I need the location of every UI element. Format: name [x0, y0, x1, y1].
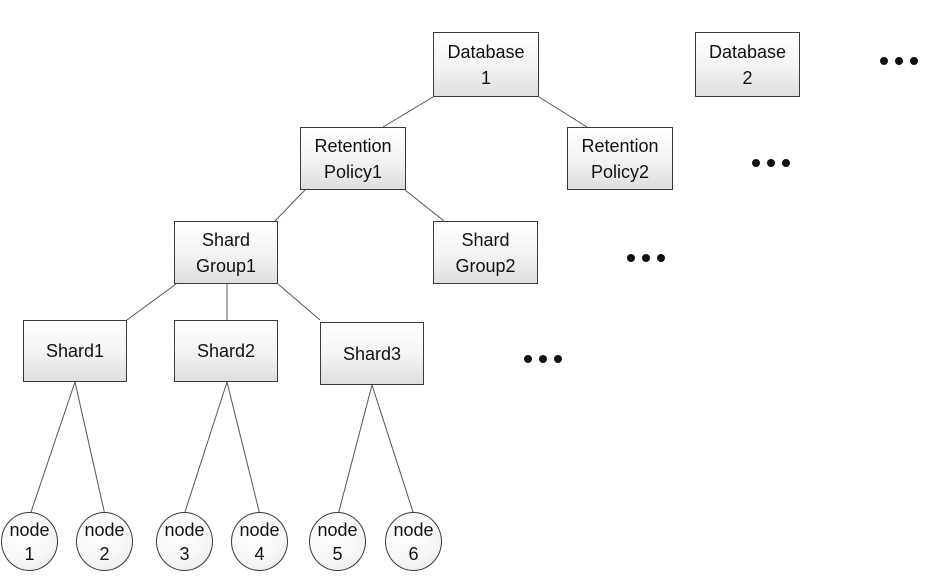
node-2-line1: node — [84, 519, 125, 540]
edge-shard3-node6 — [371, 384, 415, 516]
node-6-line1: node — [393, 519, 434, 540]
edge-database1-retention-policy2 — [538, 96, 588, 128]
node-5-circle: node 5 — [309, 512, 366, 571]
node-4-line2: 4 — [254, 543, 265, 564]
edge-shard-group1-shard3 — [277, 283, 321, 321]
node-3-line2: 3 — [179, 543, 190, 564]
node-6-circle: node 6 — [385, 512, 442, 571]
database-2-box: Database 2 — [695, 32, 800, 97]
edge-shard1-node1 — [29, 381, 76, 516]
edge-retention-policy1-shard-group2 — [404, 189, 445, 222]
node-2-line2: 2 — [99, 543, 110, 564]
ellipsis-dot — [782, 159, 790, 167]
retention-policy-2-line2: Policy2 — [590, 161, 650, 182]
ellipsis-dot — [895, 57, 903, 65]
database-1-line1: Database — [447, 41, 525, 62]
database-1-box: Database 1 — [433, 32, 539, 97]
ellipsis-retention-policies — [752, 159, 790, 167]
retention-policy-2-line1: Retention — [581, 135, 659, 156]
ellipsis-dot — [657, 254, 665, 262]
shard-group-1-box: Shard Group1 — [174, 221, 278, 284]
shard-group-2-box: Shard Group2 — [433, 221, 538, 284]
retention-policy-1-line1: Retention — [314, 135, 392, 156]
shard-1-box: Shard1 — [23, 320, 127, 382]
shard-1-label: Shard1 — [45, 341, 105, 361]
database-2-line1: Database — [708, 41, 787, 62]
node-6-line2: 6 — [408, 543, 419, 564]
shard-group-1-line1: Shard — [201, 229, 251, 250]
ellipsis-shard-groups — [627, 254, 665, 262]
edge-shard3-node5 — [337, 384, 373, 516]
node-4-circle: node 4 — [231, 512, 288, 571]
ellipsis-dot — [880, 57, 888, 65]
node-4-line1: node — [239, 519, 280, 540]
node-3-circle: node 3 — [156, 512, 213, 571]
edge-shard1-node2 — [74, 381, 106, 516]
database-1-line2: 1 — [480, 67, 491, 88]
ellipsis-dot — [539, 355, 547, 363]
retention-policy-1-box: Retention Policy1 — [300, 127, 406, 190]
shard-3-box: Shard3 — [320, 322, 424, 385]
shard-2-label: Shard2 — [196, 341, 256, 361]
edge-database1-retention-policy1 — [382, 96, 434, 128]
ellipsis-shards — [524, 355, 562, 363]
edge-shard-group1-shard1 — [126, 283, 177, 321]
ellipsis-dot — [627, 254, 635, 262]
ellipsis-dot — [910, 57, 918, 65]
node-5-line2: 5 — [332, 543, 343, 564]
ellipsis-dot — [752, 159, 760, 167]
edge-shard2-node3 — [183, 381, 228, 516]
node-5-line1: node — [317, 519, 358, 540]
shard-2-box: Shard2 — [174, 320, 278, 382]
edge-shard2-node4 — [226, 381, 261, 516]
node-3-line1: node — [164, 519, 205, 540]
ellipsis-dot — [767, 159, 775, 167]
node-1-circle: node 1 — [1, 512, 58, 571]
shard-group-1-line2: Group1 — [195, 255, 257, 276]
ellipsis-dot — [642, 254, 650, 262]
node-1-line1: node — [9, 519, 50, 540]
edge-retention-policy1-shard-group1 — [274, 189, 306, 222]
shard-group-2-line1: Shard — [461, 229, 510, 250]
node-2-circle: node 2 — [76, 512, 133, 571]
retention-policy-1-line2: Policy1 — [323, 161, 383, 182]
ellipsis-dot — [554, 355, 562, 363]
shard-3-label: Shard3 — [342, 343, 402, 364]
ellipsis-dot — [524, 355, 532, 363]
shard-group-2-line2: Group2 — [455, 255, 516, 276]
node-1-line2: 1 — [24, 543, 35, 564]
retention-policy-2-box: Retention Policy2 — [567, 127, 673, 190]
ellipsis-databases — [880, 57, 918, 65]
database-2-line2: 2 — [742, 67, 753, 88]
